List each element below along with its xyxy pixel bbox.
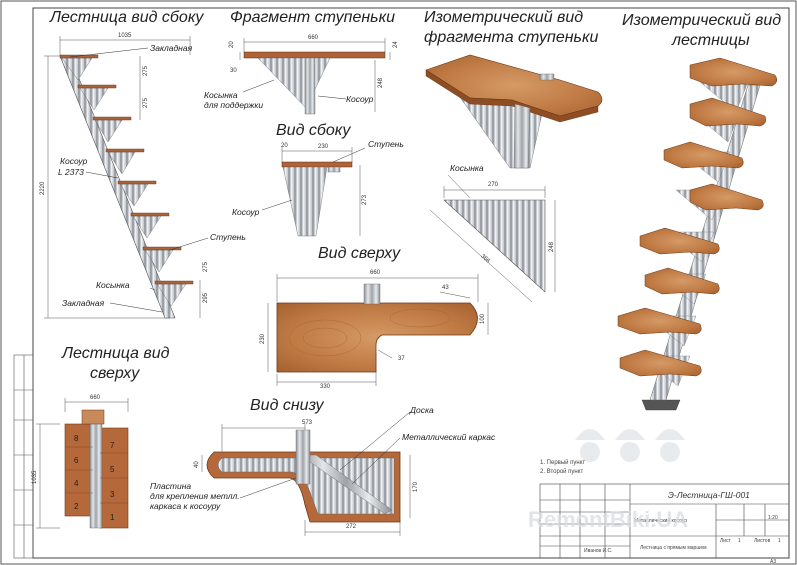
dim-side-20: 20 [281,143,288,149]
dim-bot-170: 170 [413,481,419,492]
step-number: 1 [110,513,115,522]
dim-side-273: 273 [362,194,368,205]
label-plate-1: Пластина [150,481,192,491]
stamp-sheet-label: Лист [720,538,731,544]
view-gusset [282,166,328,237]
dim-top-43: 43 [442,285,449,291]
note-1: 1. Первый пункт [540,460,586,466]
stair-top-view [36,398,129,529]
side-gussets [61,57,187,307]
dim-side-275a: 275 [143,65,149,76]
iso-fragment-view [425,54,603,169]
dim-kos-248: 248 [549,241,555,252]
label-zakladnaya-top: Закладная [150,43,193,53]
step-top-view [267,274,489,386]
step-side-view [261,147,366,237]
dim-side-295: 295 [203,292,209,303]
dim-side-275b: 275 [143,97,149,108]
inner-frame [32,7,790,559]
dim-frag-660: 660 [308,35,319,41]
label-kosynka-support-1: Косынка [204,90,238,100]
dim-top-230: 230 [260,333,266,344]
step-number: 5 [110,465,115,474]
gusset-triangle [429,174,556,303]
dim-bot-272: 272 [346,524,357,530]
dim-stair-1035: 1035 [32,470,38,484]
label-kosynka-iso: Косынка [450,163,484,173]
dim-frag-30: 30 [230,68,237,74]
step-bottom-view [201,411,411,536]
label-plate-2: для крепления метлл. [150,491,240,501]
title-top: Вид сверху [318,245,401,262]
label-plate-3: каркаса к косоуру [150,501,221,511]
title-side: Вид сбоку [276,122,351,139]
dim-side-275c: 275 [203,261,209,272]
watermark-text: RemontBiki.UA [528,507,689,532]
step-fragment-view [239,38,391,115]
label-kosour-fragment: Косоур [346,94,374,104]
label-kosour-l-1: Косоур [60,156,88,166]
label-kosynka-support-2: для поддержки [204,100,264,110]
dim-kos-270: 270 [488,182,499,188]
step-number: 8 [74,434,79,443]
step-number: 3 [110,490,115,499]
stamp-sheet-no: 1 [738,538,741,544]
dim-frag-20: 20 [229,41,235,48]
dim-side-230: 230 [318,144,329,150]
dim-top-330: 330 [320,384,331,390]
step-number: 7 [110,441,115,450]
label-metal-frame: Металлический каркас [402,432,496,442]
dim-bot-573: 573 [302,420,313,426]
stair-side-view [44,36,209,319]
title-iso-fragment-2: фрагмента ступеньки [424,29,599,46]
fragment-tread [243,51,386,59]
step-number: 2 [74,502,79,511]
dim-top-660: 660 [370,270,381,276]
stamp-author: Иванов И.С. [584,548,613,554]
label-stupen-side: Ступень [210,232,246,242]
step-number: 6 [74,456,79,465]
stamp-sheets-no: 1 [778,538,781,544]
title-block [539,483,790,559]
top-stringer [363,283,381,305]
dim-bot-40: 40 [194,461,200,468]
dim-side-height: 2220 [40,181,46,195]
stamp-page: А3 [770,559,777,565]
dim-top-37: 37 [398,356,405,362]
title-stair-top-2: сверху [90,365,140,382]
watermark-helmets [575,429,685,462]
iso-stair-view [617,57,778,411]
note-2: 2. Второй пункт [540,469,584,475]
title-iso-stair-2: лестницы [672,32,750,49]
title-side-view: Лестница вид сбоку [50,9,204,26]
stamp-code: Э-Лестница-ГШ-001 [668,490,750,500]
label-kosynka-side: Косынка [96,280,130,290]
dim-side-width: 1035 [118,33,132,39]
step-number: 4 [74,479,79,488]
title-iso-fragment-1: Изометрический вид [424,9,584,26]
iso-treads [617,57,778,377]
fragment-stringer [304,57,316,115]
stamp-sheet-title: Лестница с прямым маршем [640,545,707,551]
title-iso-stair-1: Изометрический вид [622,12,782,29]
view-tread [281,161,353,168]
dim-top-100: 100 [480,313,486,324]
title-stair-top-1: Лестница вид [62,345,170,362]
side-treads [59,54,194,285]
stamp-scale: 1:20 [768,515,778,521]
label-doska: Доска [410,405,434,415]
label-kosour-view: Косоур [232,207,260,217]
label-stupen-view: Ступень [368,139,404,149]
label-kosour-l-2: L 2373 [58,167,84,177]
dim-stair-660: 660 [90,395,101,401]
left-margin-strip [13,354,34,559]
title-bottom: Вид снизу [250,397,324,414]
stamp-drawing-name: Металлический косоур [634,518,688,524]
stamp-sheets-label: Листов [754,538,771,544]
dim-frag-24: 24 [393,41,399,48]
label-zakladnaya-bottom: Закладная [62,298,105,308]
dim-frag-248: 248 [378,77,384,88]
title-step-fragment: Фрагмент ступеньки [230,9,396,26]
